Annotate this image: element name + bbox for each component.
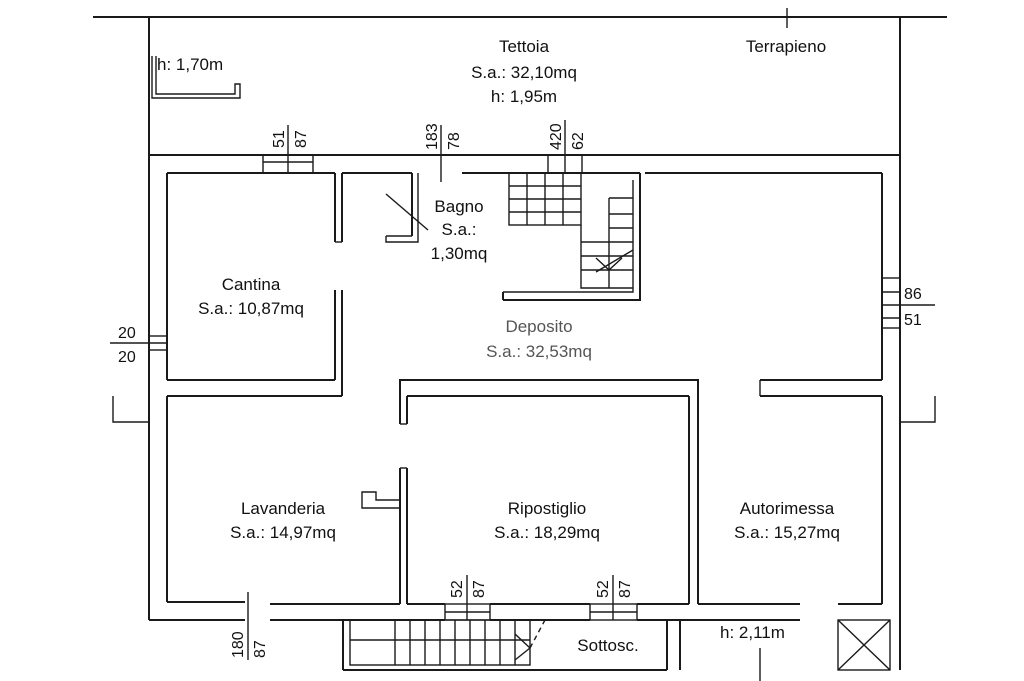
tettoia-area: S.a.: 32,10mq bbox=[471, 63, 577, 82]
dim-bottom-window-2-a: 52 bbox=[595, 580, 612, 598]
dim-top-window-1-a: 51 bbox=[271, 130, 288, 148]
cantina-name: Cantina bbox=[222, 275, 281, 294]
dim-right-window-a: 86 bbox=[904, 286, 922, 303]
bagno-area-value: 1,30mq bbox=[431, 244, 488, 263]
dim-top-door-stair-b: 62 bbox=[570, 132, 587, 150]
deposito-name: Deposito bbox=[505, 317, 572, 336]
dim-top-door-stair-a: 420 bbox=[548, 123, 565, 150]
dim-right-window-b: 51 bbox=[904, 312, 922, 329]
deposito-area: S.a.: 32,53mq bbox=[486, 342, 592, 361]
shaft-box bbox=[837, 619, 891, 671]
tettoia-name: Tettoia bbox=[499, 37, 550, 56]
dim-bottom-window-1-a: 52 bbox=[449, 580, 466, 598]
room-labels: Tettoia S.a.: 32,10mq h: 1,95m Terrapien… bbox=[157, 37, 840, 655]
autorimessa-area: S.a.: 15,27mq bbox=[734, 523, 840, 542]
lavanderia-name: Lavanderia bbox=[241, 499, 326, 518]
opening-markers bbox=[110, 120, 935, 660]
dim-left-window-b: 20 bbox=[118, 349, 136, 366]
dim-left-window-a: 20 bbox=[118, 325, 136, 342]
dim-top-window-1-b: 87 bbox=[293, 130, 310, 148]
dim-top-door-bagno-b: 78 bbox=[446, 132, 463, 150]
dim-bottom-window-2-b: 87 bbox=[617, 580, 634, 598]
terrapieno-name: Terrapieno bbox=[746, 37, 826, 56]
sottoscala-name: Sottosc. bbox=[577, 636, 638, 655]
ripostiglio-name: Ripostiglio bbox=[508, 499, 586, 518]
bagno-name: Bagno bbox=[434, 197, 483, 216]
autorimessa-name: Autorimessa bbox=[740, 499, 835, 518]
lavanderia-area: S.a.: 14,97mq bbox=[230, 523, 336, 542]
dim-bottom-door-a: 180 bbox=[230, 631, 247, 658]
bagno-area-prefix: S.a.: bbox=[442, 220, 477, 239]
cantina-area: S.a.: 10,87mq bbox=[198, 299, 304, 318]
stair-lower bbox=[349, 619, 546, 666]
dim-top-door-bagno-a: 183 bbox=[424, 123, 441, 150]
ripostiglio-area: S.a.: 18,29mq bbox=[494, 523, 600, 542]
tettoia-height: h: 1,95m bbox=[491, 87, 557, 106]
height-left-niche: h: 1,70m bbox=[157, 55, 223, 74]
height-bottom-right: h: 2,11m bbox=[720, 623, 785, 642]
dimension-labels: 51 87 183 78 420 62 86 51 20 20 52 87 52… bbox=[118, 123, 922, 658]
dim-bottom-door-b: 87 bbox=[252, 640, 269, 658]
stair-upper bbox=[508, 172, 634, 289]
dim-bottom-window-1-b: 87 bbox=[471, 580, 488, 598]
